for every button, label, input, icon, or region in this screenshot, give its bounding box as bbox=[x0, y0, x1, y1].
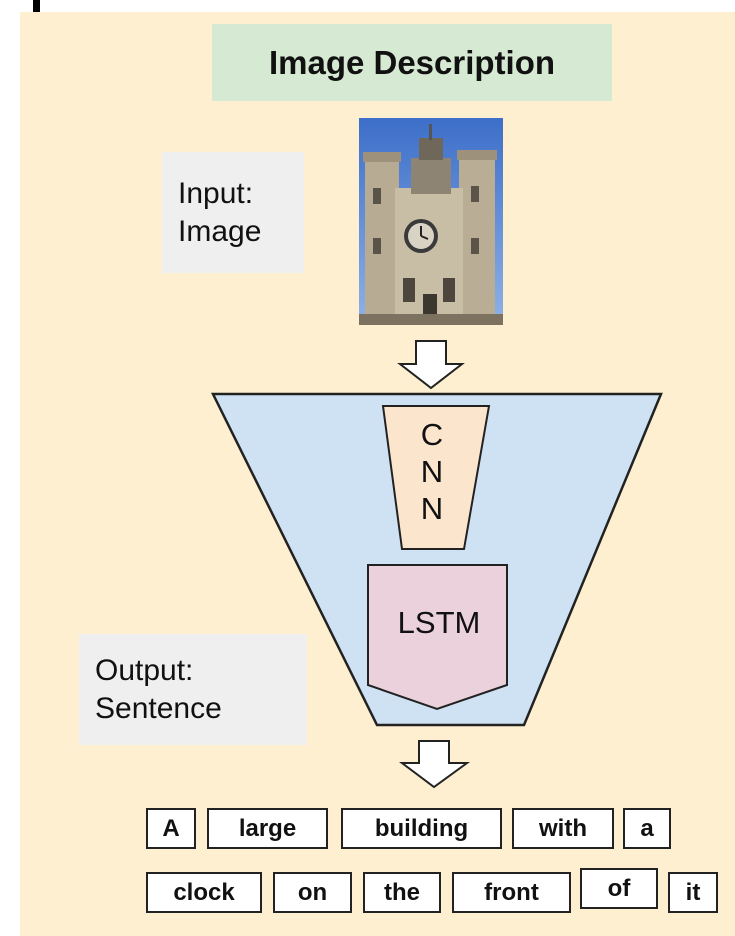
funnel-shape bbox=[210, 392, 663, 727]
cnn-block bbox=[381, 405, 491, 550]
word-box: large bbox=[207, 808, 328, 849]
down-arrow-icon bbox=[399, 740, 471, 789]
cnn-letter: C bbox=[420, 417, 444, 452]
word-box: with bbox=[512, 808, 614, 849]
cnn-letter: N bbox=[420, 454, 444, 489]
output-label-line1: Output: bbox=[95, 653, 194, 687]
cnn-letter: N bbox=[420, 491, 444, 526]
diagram-title: Image Description bbox=[212, 24, 612, 101]
lstm-label: LSTM bbox=[397, 605, 481, 640]
word-box: a bbox=[623, 808, 671, 849]
word-box: on bbox=[273, 872, 352, 913]
word-box: A bbox=[146, 808, 196, 849]
output-label: Output: Sentence bbox=[79, 634, 307, 745]
input-label: Input: Image bbox=[162, 152, 304, 273]
word-box: front bbox=[452, 872, 571, 913]
output-label-line2: Sentence bbox=[95, 691, 222, 725]
word-box: it bbox=[668, 872, 718, 913]
word-box: the bbox=[363, 872, 441, 913]
lstm-block bbox=[367, 564, 508, 711]
corner-mark bbox=[33, 0, 40, 22]
input-label-line1: Input: bbox=[178, 176, 254, 210]
word-box: clock bbox=[146, 872, 262, 913]
input-image-clock-tower bbox=[359, 118, 503, 325]
cnn-label: C N N bbox=[400, 416, 464, 527]
down-arrow-icon bbox=[397, 340, 465, 390]
word-box: building bbox=[341, 808, 502, 849]
word-box: of bbox=[580, 868, 658, 909]
input-label-line2: Image bbox=[178, 214, 262, 248]
